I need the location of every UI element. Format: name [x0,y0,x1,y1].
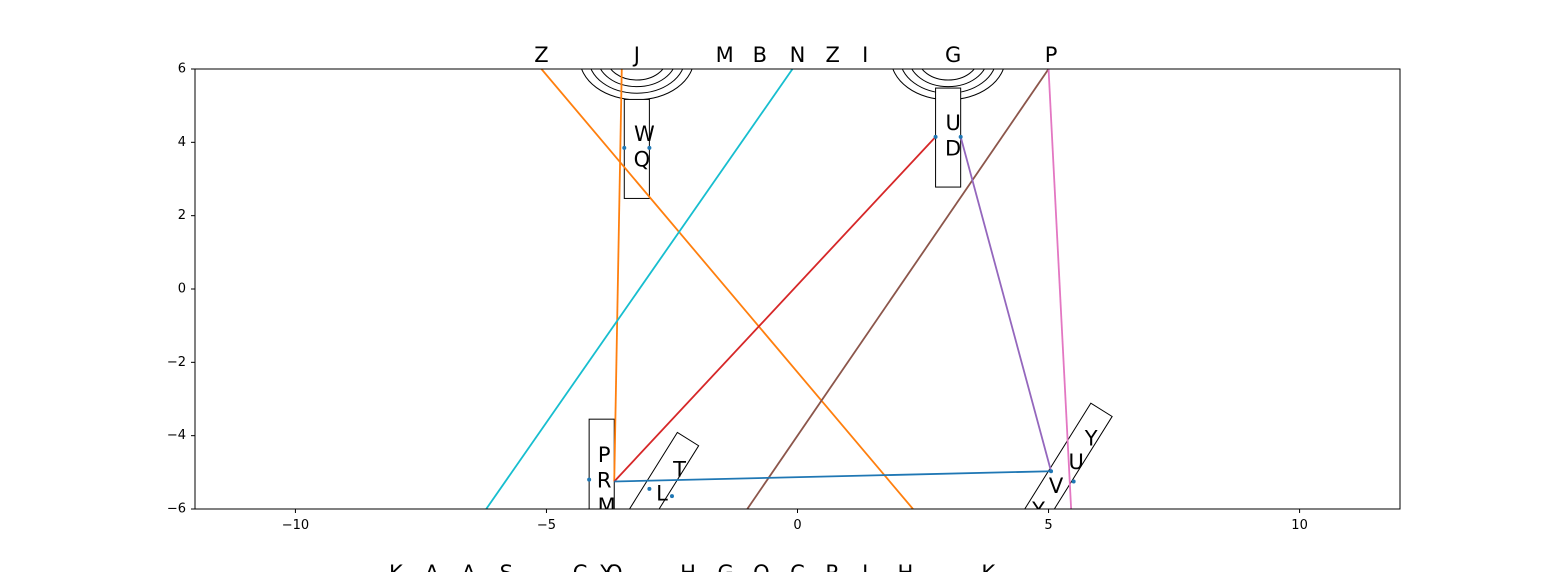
top-letter: B [753,43,767,67]
port-dot [587,477,592,482]
bottom-letter: I [862,561,868,572]
bottom-letter: R [825,561,840,572]
component-label: Y [1084,426,1098,450]
component-label: L [656,481,668,505]
ray-segment [613,136,937,483]
top-letter: M [716,43,734,67]
component-label: W [634,122,655,146]
bottom-letter: K [981,561,996,572]
component-label: U [1068,450,1083,474]
top-letter: N [790,43,806,67]
port-dot [647,145,652,150]
y-tick-label: 6 [178,62,186,77]
port-dot [647,486,652,491]
top-letter: I [862,43,868,67]
bottom-letter: A [425,561,440,572]
x-tick-label: 5 [1044,518,1052,533]
top-letter: G [945,43,961,67]
component-label: U [945,111,960,135]
x-tick-label: 10 [1291,518,1308,533]
ray-segment [959,136,1052,472]
x-tick-label: 0 [793,518,801,533]
ray-segment [540,69,914,509]
bottom-letter: C [573,561,588,572]
component-label: M [598,494,616,518]
component-label: Q [634,148,651,172]
component-label: P [598,443,611,467]
ray-segment [746,69,1050,509]
bottom-letter: K [389,561,404,572]
component-box-slanted [1014,402,1113,509]
concentric-arc [911,69,985,88]
top-letter: Z [825,43,839,67]
bottom-letter: A [461,561,476,572]
component-label: V [1049,474,1064,498]
concentric-arc [600,69,674,88]
ray-segment [614,470,1052,483]
port-dot [622,145,627,150]
concentric-arc [921,69,975,81]
ray-segment [485,69,794,509]
y-tick-label: −2 [167,355,186,370]
top-letter: Z [534,43,548,67]
y-tick-label: −4 [167,428,186,443]
ray-segment [613,69,623,482]
component-label: T [672,458,686,482]
letter-labels: ZJMBNZIGPKAASCYOHGOCRIHK [389,43,1057,572]
bottom-letter: O [606,561,623,572]
port-dot [1071,479,1076,484]
bottom-letter: Y [599,561,613,572]
top-letter: P [1045,43,1058,67]
component-label: R [597,469,612,493]
component-label: V [637,505,652,529]
y-tick-label: 4 [178,135,186,150]
bottom-letter: H [680,561,696,572]
bottom-letter: C [790,561,805,572]
port-dot [933,134,938,139]
concentric-arc [590,69,684,94]
port-dot [958,134,963,139]
axes: −10 −5 0 5 10 6 4 2 0 −2 −4 −6 [167,62,1401,533]
ray-segment [1047,69,1073,509]
axes-frame [194,68,1401,510]
x-tick-label: −5 [537,518,556,533]
top-letter: J [632,43,640,67]
component-label: D [945,137,961,161]
bottom-letter: S [500,561,513,572]
component-box-slanted [614,431,700,509]
y-tick-label: 2 [178,208,186,223]
component-label: Y [1031,498,1045,522]
bottom-letter: H [898,561,914,572]
port-dot [1049,469,1054,474]
bottom-letter: O [753,561,770,572]
component-box [588,418,615,509]
bottom-letter: G [718,561,734,572]
concentric-arc [610,69,664,81]
x-tick-label: −10 [282,518,309,533]
y-tick-label: −6 [167,502,186,517]
y-tick-label: 0 [178,282,186,297]
port-dot [669,494,674,499]
